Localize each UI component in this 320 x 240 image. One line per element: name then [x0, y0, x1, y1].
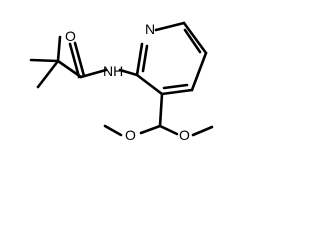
atom-label-methoxy-oxygen-right: O — [179, 127, 190, 143]
chemical-structure: O N NH O O — [29, 21, 214, 143]
bond-ring-c6-c5 — [182, 21, 208, 55]
bond-c3-ch — [158, 92, 164, 128]
bond-o-methyl-left — [103, 124, 123, 137]
bond-c-c-tbu-bottom — [36, 59, 60, 89]
bond-ring-n-c6 — [154, 21, 186, 32]
atom-label-amide-nh: NH — [103, 63, 123, 79]
atom-label-layer: O N NH O O — [65, 21, 190, 143]
bond-ring-c2-n — [135, 42, 144, 77]
bond-ring-c4-c3 — [160, 88, 194, 96]
bond-c-nh — [79, 68, 108, 79]
atom-label-carbonyl-oxygen: O — [65, 28, 76, 44]
bond-layer — [29, 21, 214, 137]
bond-ring-c2-n-inner — [141, 44, 149, 73]
bond-ring-c5-c4 — [190, 51, 208, 92]
bond-c-c-tbu-left — [29, 58, 60, 63]
bond-ch-o-left — [139, 124, 162, 135]
bond-co-double-a — [68, 42, 81, 79]
bond-c-c-tbu-top — [56, 35, 62, 63]
bond-co-double-b — [73, 41, 86, 78]
bond-ch-o-right — [158, 124, 179, 136]
bond-ring-c3-c2 — [135, 73, 164, 96]
bond-nh-ring — [118, 68, 139, 77]
atom-label-methoxy-oxygen-left: O — [125, 127, 136, 143]
bond-ring-c5-c5-inner — [183, 28, 202, 54]
bond-ring-c4-c3-inner — [162, 83, 189, 90]
bond-o-methyl-right — [191, 125, 214, 137]
atom-label-ring-nitrogen: N — [145, 21, 155, 37]
